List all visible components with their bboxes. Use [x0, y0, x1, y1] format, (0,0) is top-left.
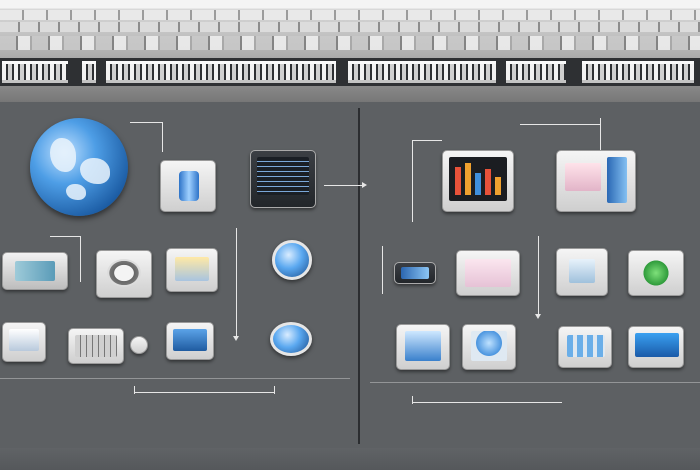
- connector-line: [382, 246, 383, 294]
- footer-band: [0, 448, 700, 470]
- display-card: [394, 262, 436, 284]
- header-strip: [0, 10, 700, 20]
- title-word: [2, 61, 68, 83]
- process-icon: [15, 261, 55, 281]
- process-card: [2, 252, 68, 290]
- arrow-icon: [535, 314, 541, 319]
- connector-line: [130, 122, 162, 123]
- panel-icon: [173, 329, 207, 351]
- section-divider: [358, 108, 360, 444]
- dial-icon: [130, 336, 148, 354]
- laptop-card: [628, 326, 684, 368]
- screen-card: [2, 322, 46, 362]
- graph-icon: [465, 259, 511, 287]
- title-word: [106, 61, 336, 83]
- connector-line: [370, 382, 700, 383]
- display-icon: [401, 267, 429, 279]
- monitor-icon: [257, 157, 309, 195]
- profile-icon: [471, 331, 507, 361]
- module-icon: [569, 259, 595, 283]
- title-word: [506, 61, 566, 83]
- connector-line: [324, 185, 362, 186]
- database-icon: [179, 171, 199, 201]
- gauge-icon: [107, 259, 141, 287]
- tablet-side-icon: [607, 157, 627, 203]
- globe-icon: [30, 118, 128, 216]
- title-band: [0, 58, 700, 86]
- connector-line: [134, 386, 135, 394]
- network-node-icon: [272, 240, 312, 280]
- title-word: [582, 61, 694, 83]
- connector-line: [274, 386, 275, 394]
- laptop-icon: [635, 333, 679, 357]
- cluster-card: [558, 326, 612, 368]
- cloud-node-icon: [270, 322, 312, 356]
- connector-line: [600, 118, 601, 150]
- cluster-icon: [567, 335, 605, 357]
- connector-line: [236, 228, 237, 338]
- connector-line: [412, 140, 413, 222]
- dashboard-card: [68, 328, 124, 364]
- profile-card: [462, 324, 516, 370]
- scan-card: [396, 324, 450, 370]
- graph-card: [456, 250, 520, 296]
- scan-icon: [405, 331, 441, 361]
- panel-card: [166, 322, 214, 360]
- connector-line: [412, 140, 442, 141]
- chart-card: [442, 150, 514, 212]
- connector-line: [538, 236, 539, 316]
- connector-line: [0, 378, 350, 379]
- title-word: [82, 61, 96, 83]
- header-band: [0, 0, 700, 102]
- database-card: [160, 160, 216, 212]
- title-word: [348, 61, 496, 83]
- device-icon: [175, 257, 209, 281]
- plant-icon: [641, 259, 671, 287]
- connector-line: [520, 124, 600, 125]
- header-blocks: [0, 36, 700, 50]
- connector-line: [412, 396, 413, 404]
- monitor-card: [250, 150, 316, 208]
- header-strip: [0, 22, 700, 32]
- tablet-card: [556, 150, 636, 212]
- arrow-icon: [233, 336, 239, 341]
- connector-line: [134, 392, 274, 393]
- module-card: [556, 248, 608, 296]
- arrow-icon: [362, 182, 367, 188]
- chart-icon: [449, 157, 507, 201]
- device-card: [166, 248, 218, 292]
- connector-line: [162, 122, 163, 152]
- connector-line: [80, 236, 81, 282]
- connector-line: [50, 236, 80, 237]
- monitor-icon: [9, 329, 39, 351]
- plant-card: [628, 250, 684, 296]
- dashboard-icon: [75, 335, 117, 357]
- tablet-icon: [565, 163, 601, 191]
- connector-line: [412, 402, 562, 403]
- gauge-card: [96, 250, 152, 298]
